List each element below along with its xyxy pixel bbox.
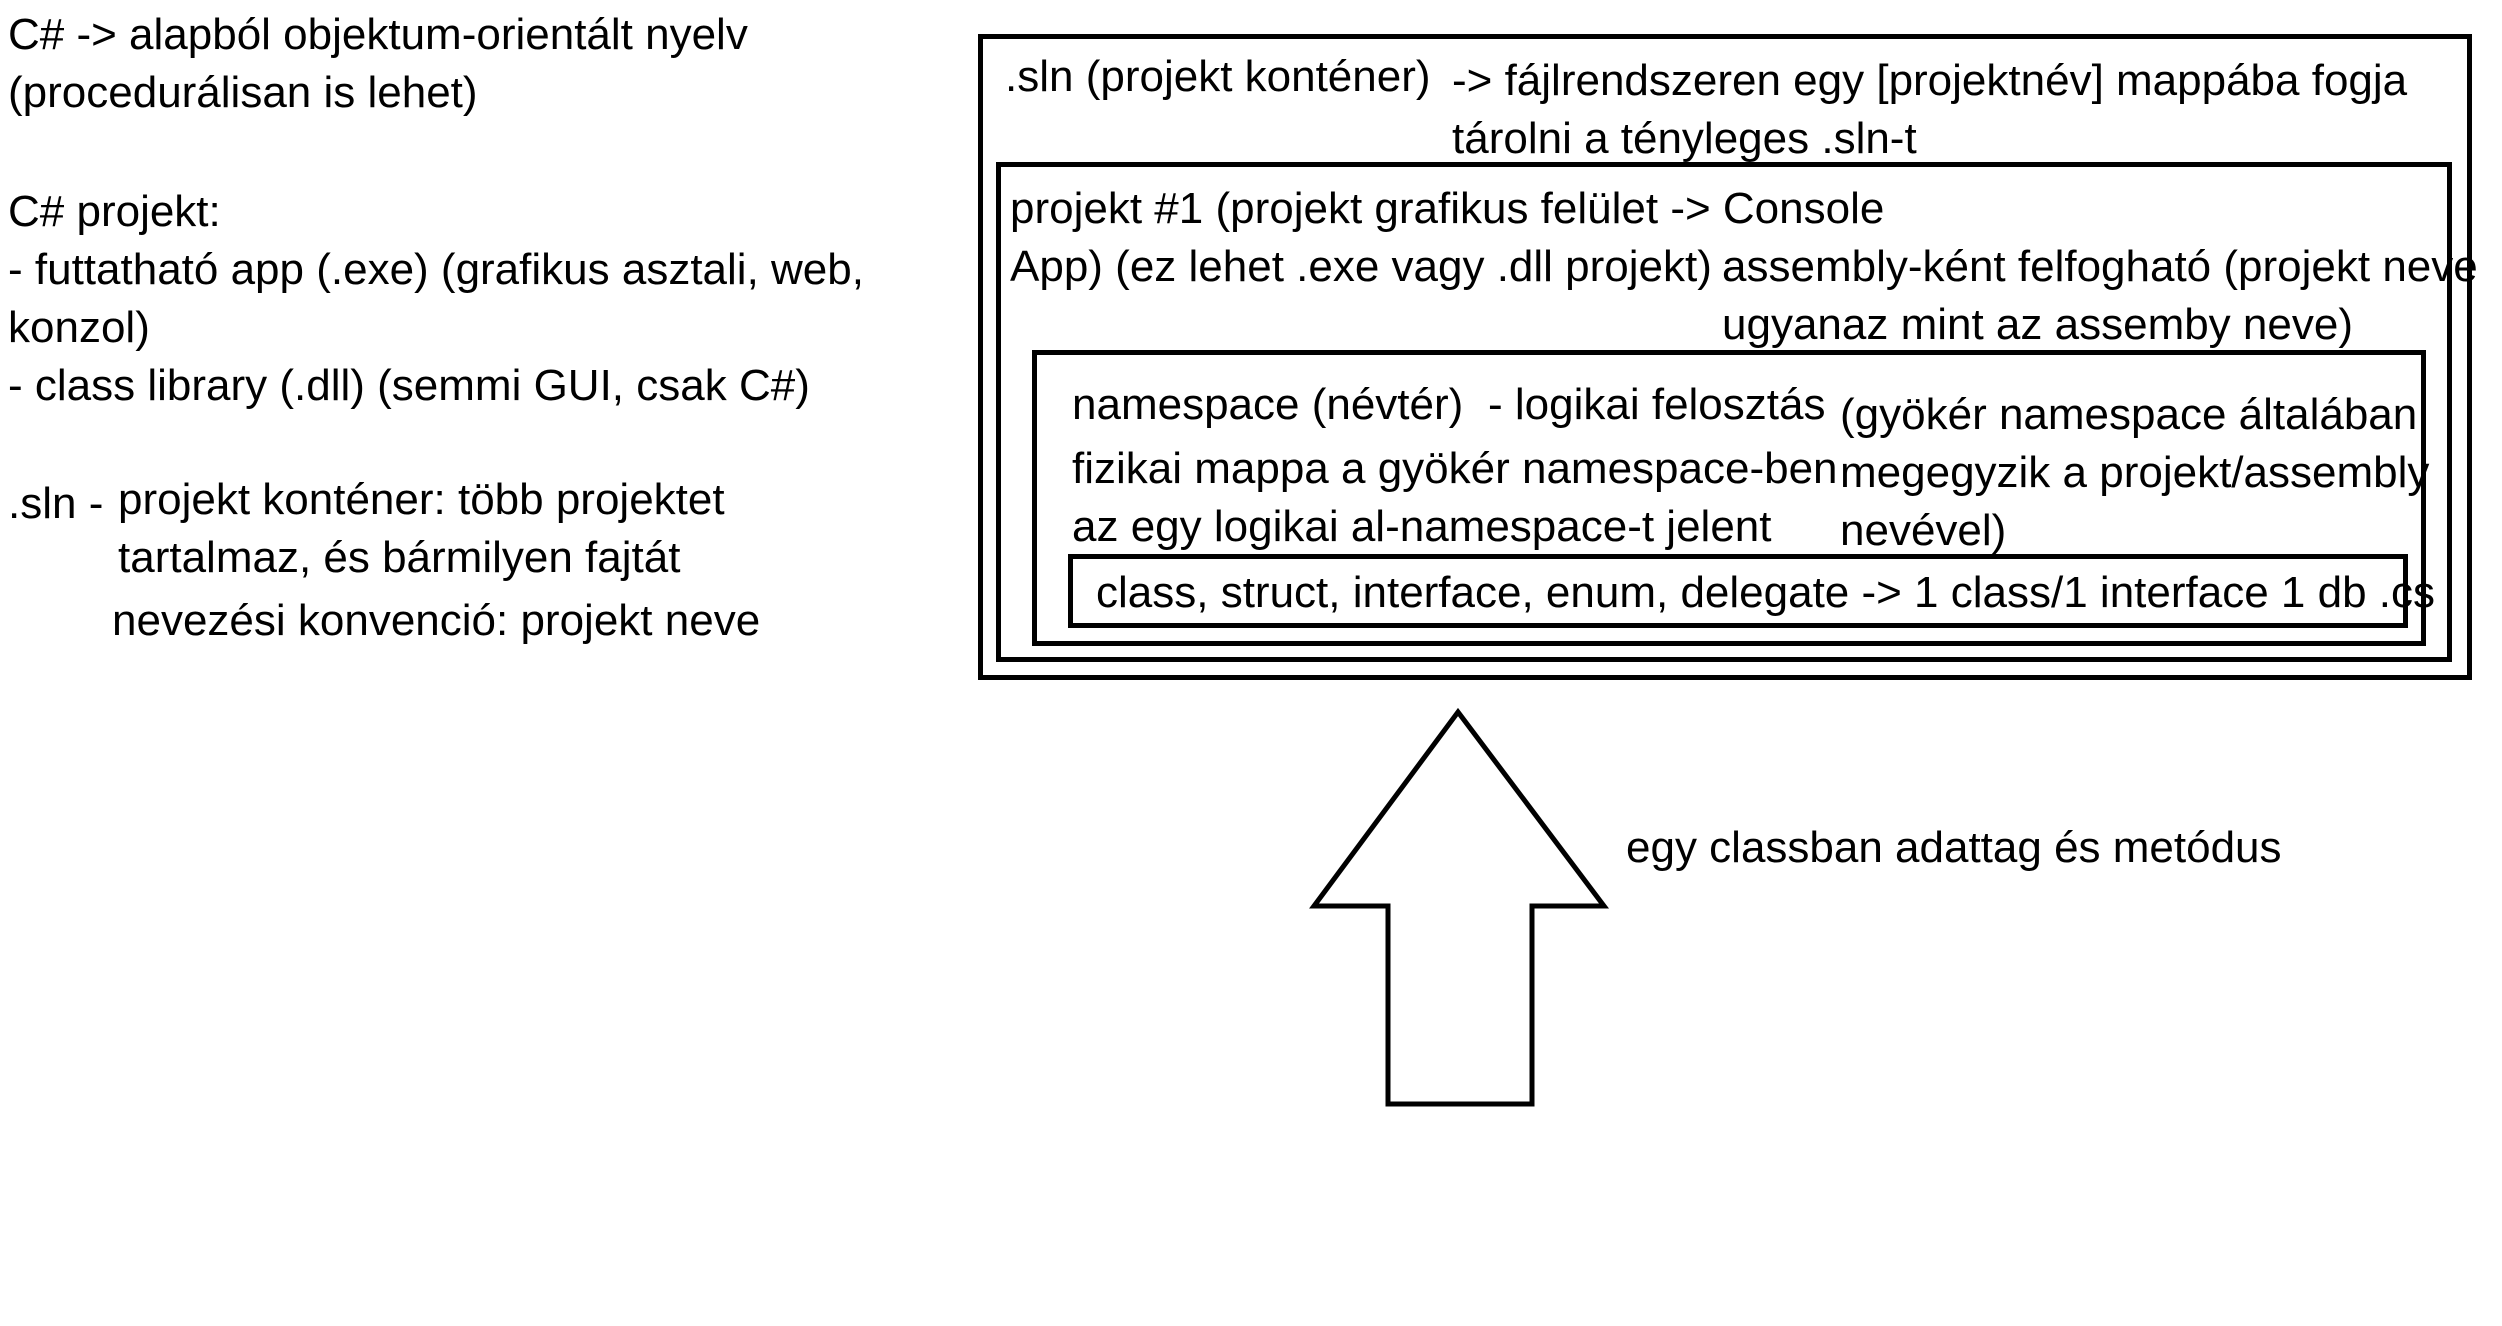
project-box-note-line-1: assembly-ként felfogható (projekt neve bbox=[1722, 242, 2478, 291]
class-box bbox=[1068, 554, 2408, 628]
namespace-box-label: namespace (névtér) bbox=[1072, 380, 1464, 429]
sln-line-1: projekt konténer: több projektet bbox=[118, 475, 725, 524]
namespace-box-side-line-1: (gyökér namespace általában bbox=[1840, 390, 2418, 439]
namespace-box-desc-line-2: az egy logikai al-namespace-t jelent bbox=[1072, 502, 1772, 551]
sln-box bbox=[978, 34, 2472, 680]
sln-prefix: .sln - bbox=[8, 479, 104, 528]
namespace-box-side-line-2: megegyzik a projekt/assembly bbox=[1840, 448, 2430, 497]
note-line-2: (procedurálisan is lehet) bbox=[8, 68, 478, 117]
project-box bbox=[996, 162, 2452, 662]
sln-box-note-line-1: -> fájlrendszeren egy [projektnév] mappá… bbox=[1452, 56, 2408, 105]
sln-line-2: tartalmaz, és bármilyen fajtát bbox=[118, 533, 681, 582]
note-line-1: C# -> alapból objektum-orientált nyelv bbox=[8, 10, 748, 59]
arrow-label: egy classban adattag és metódus bbox=[1626, 823, 2282, 872]
bullet-dll: - class library (.dll) (semmi GUI, csak … bbox=[8, 361, 810, 410]
project-box-label-line-2: App) (ez lehet .exe vagy .dll projekt) bbox=[1010, 242, 1712, 291]
namespace-box-desc-line-1: fizikai mappa a gyökér namespace-ben bbox=[1072, 444, 1838, 493]
namespace-box-note: - logikai felosztás bbox=[1488, 380, 1826, 429]
namespace-box bbox=[1032, 350, 2426, 646]
project-box-note-line-2: ugyanaz mint az assemby neve) bbox=[1722, 300, 2353, 349]
bullet-exe-line-2: konzol) bbox=[8, 303, 150, 352]
class-box-label: class, struct, interface, enum, delegate… bbox=[1096, 568, 2435, 617]
namespace-box-side-line-3: nevével) bbox=[1840, 506, 2007, 555]
bullet-exe-line-1: - futtatható app (.exe) (grafikus asztal… bbox=[8, 245, 864, 294]
sln-box-label: .sln (projekt konténer) bbox=[1005, 52, 1431, 101]
project-box-label-line-1: projekt #1 (projekt grafikus felület -> … bbox=[1010, 184, 1885, 233]
sln-box-note-line-2: tárolni a tényleges .sln-t bbox=[1452, 114, 1917, 163]
sln-line-3: nevezési konvenció: projekt neve bbox=[112, 596, 761, 645]
up-arrow-shape bbox=[1309, 707, 1610, 1107]
project-heading: C# projekt: bbox=[8, 187, 221, 236]
